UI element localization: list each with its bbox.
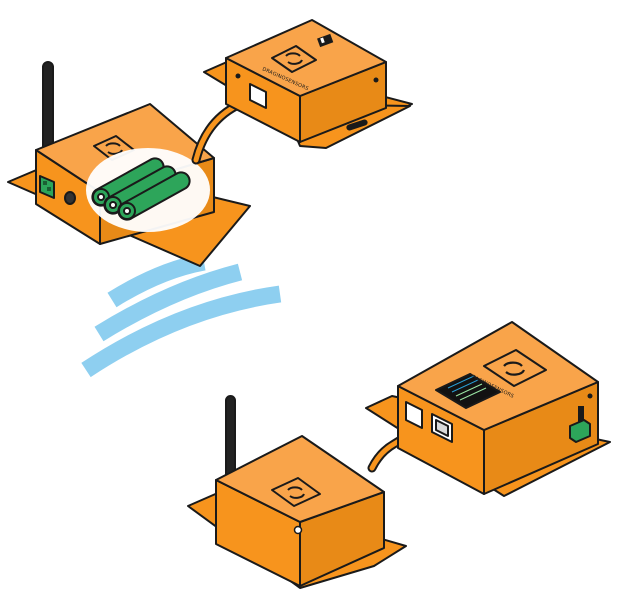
remote-sensor-box: DRAGINOSENSORS [203, 19, 413, 149]
ethernet-port-icon [405, 401, 453, 443]
refresh-icon [271, 45, 317, 73]
refresh-icon [271, 477, 321, 507]
display-sensor-box: DRAGINOSENSORS [365, 321, 611, 497]
refresh-icon [483, 349, 547, 387]
oled-screen-icon [435, 373, 501, 409]
antenna-icon [42, 61, 54, 155]
led-icon [293, 525, 303, 535]
port-icon [64, 191, 76, 205]
wifi-signal-icon [81, 253, 282, 378]
terminal-block-icon [39, 175, 55, 199]
gateway-node [187, 395, 407, 589]
battery-node [7, 61, 251, 267]
battery-pack-icon [91, 157, 191, 221]
connector-icon [569, 406, 591, 443]
switch-icon [317, 33, 334, 48]
antenna-icon [225, 395, 236, 483]
